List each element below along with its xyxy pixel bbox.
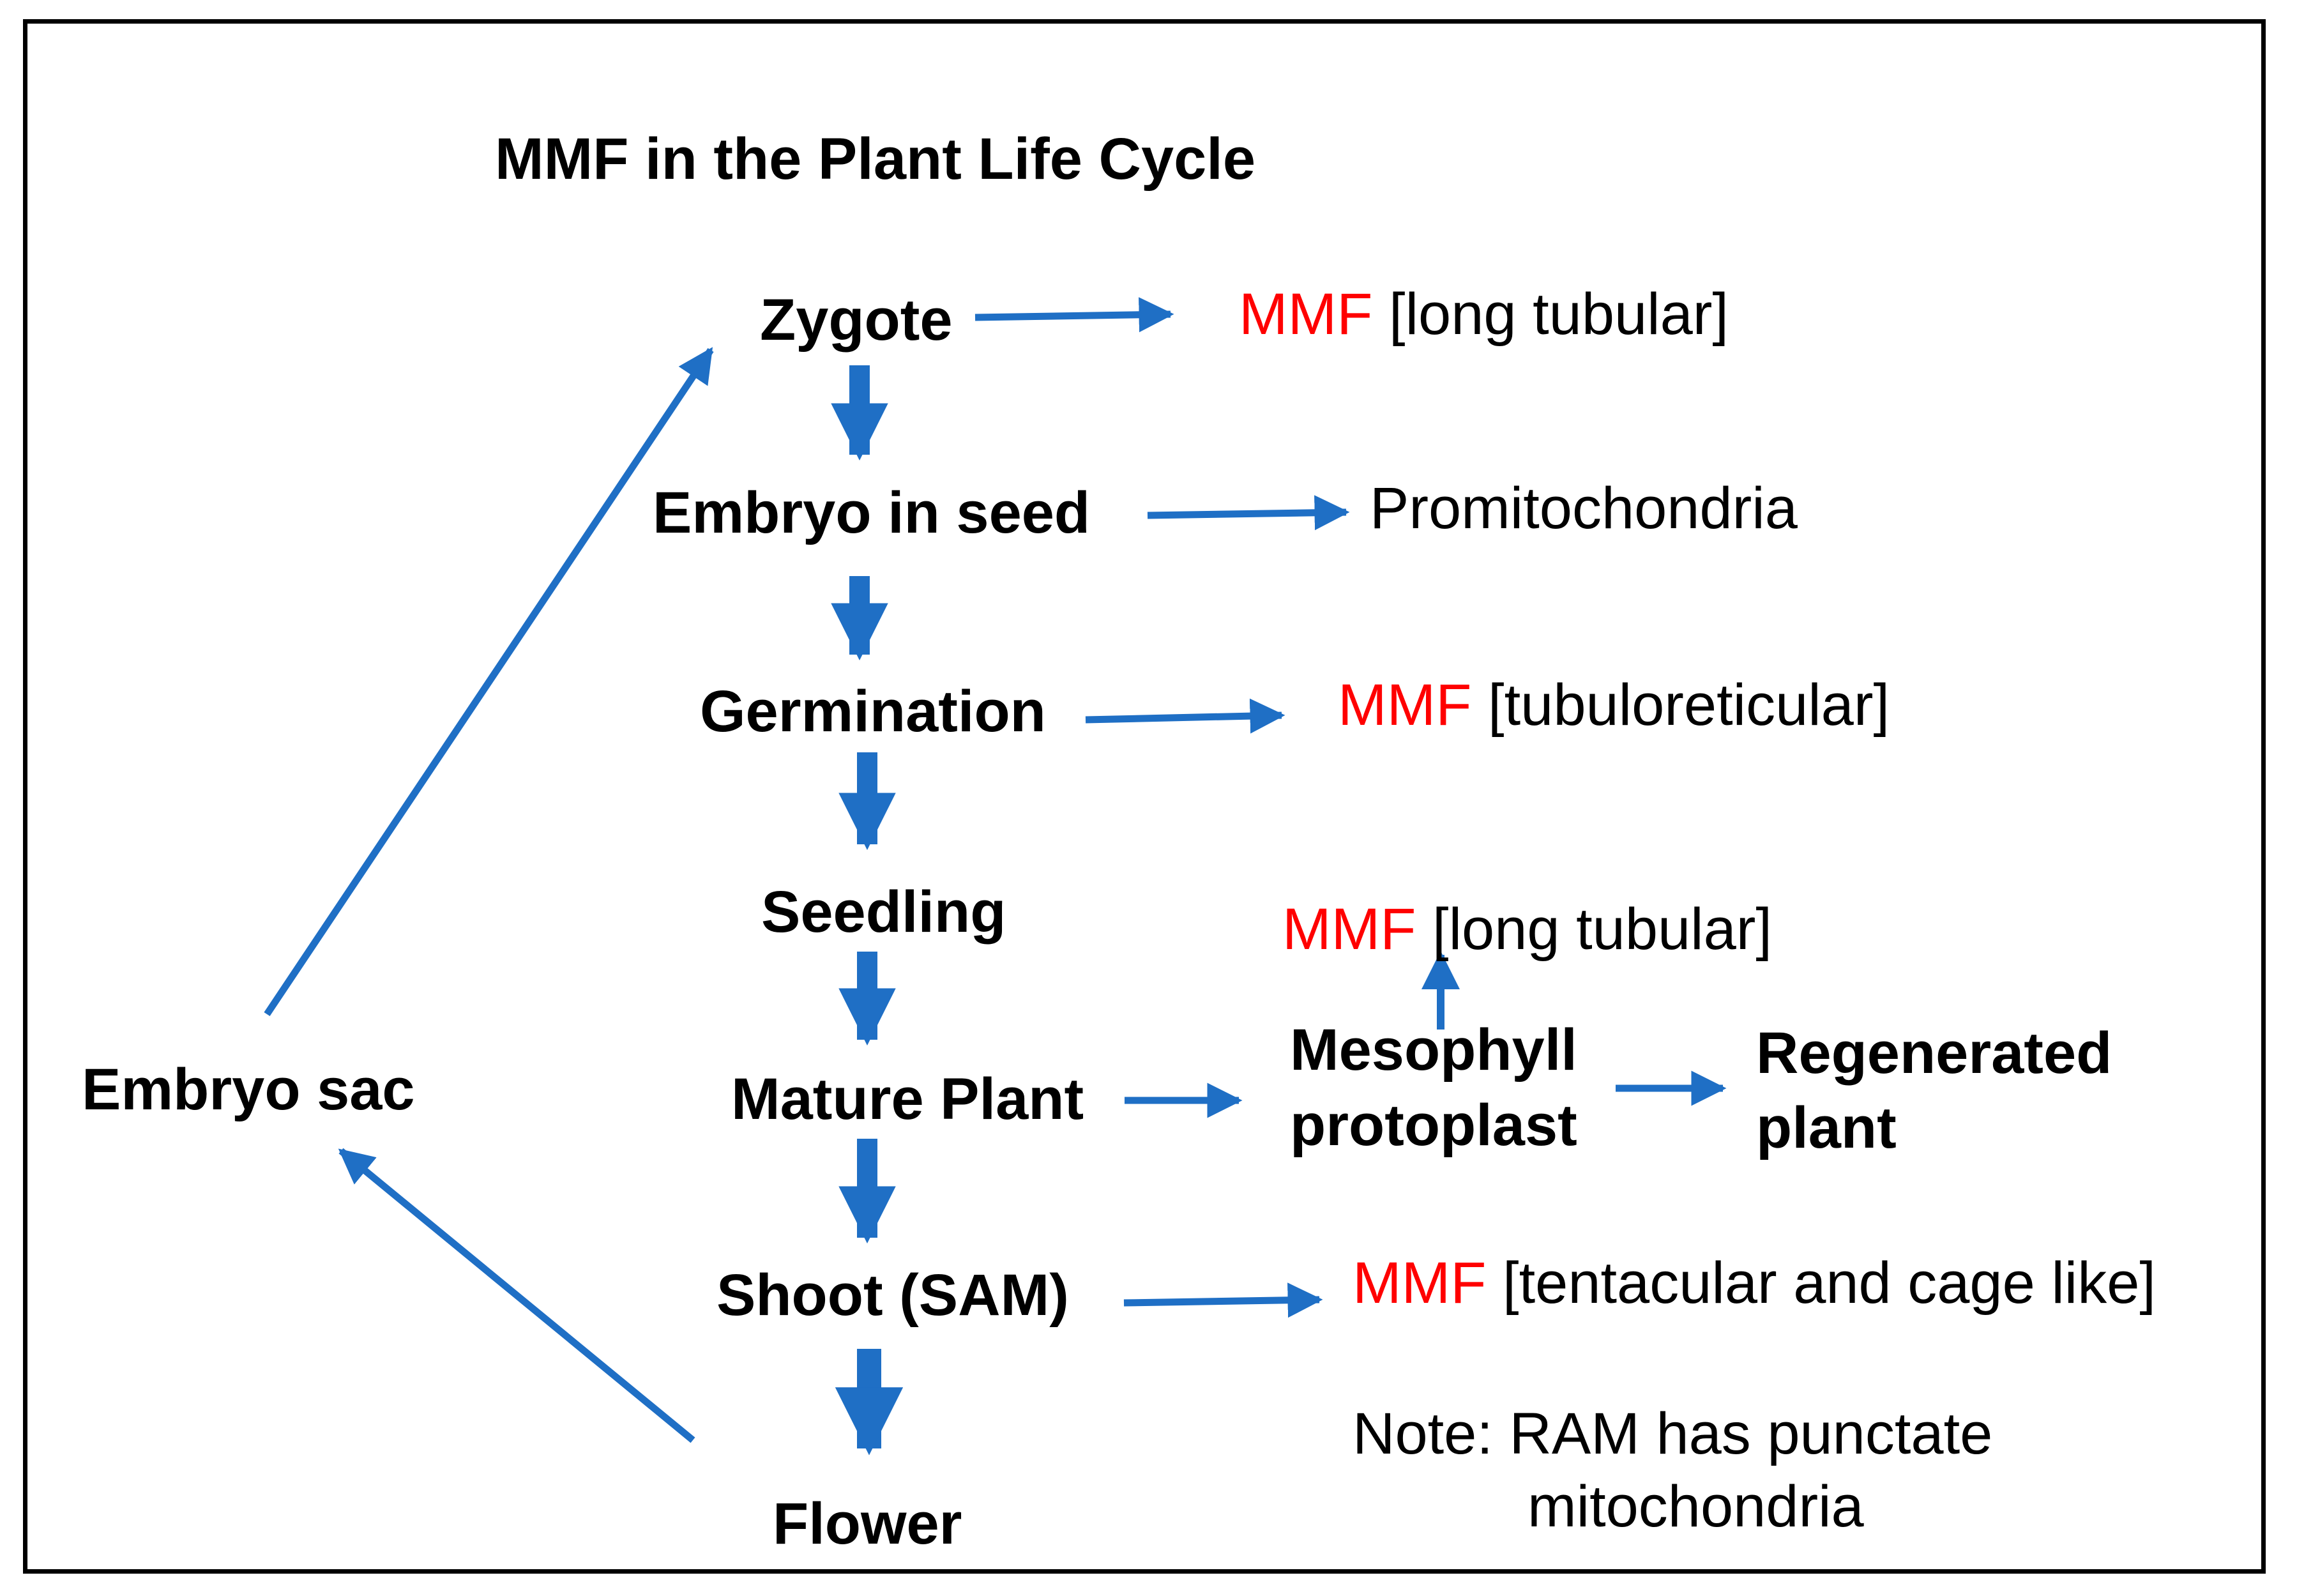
arrow-germination-outcome <box>1085 698 1285 734</box>
arrow-zygote-outcome <box>974 297 1174 333</box>
mmf-label: MMF <box>1353 1250 1487 1316</box>
arrow-embryo-outcome <box>1147 495 1350 531</box>
outcome-desc: [tubuloreticular] <box>1488 673 1890 738</box>
mmf-label: MMF <box>1338 673 1472 738</box>
stage-mesophyll-line1: Mesophyll <box>1290 1017 1577 1083</box>
arrow-shoot-outcome <box>1123 1282 1323 1318</box>
outcome-desc: Promitochondria <box>1370 476 1798 541</box>
stage-flower: Flower <box>773 1491 962 1556</box>
stage-embryo-in-seed: Embryo in seed <box>653 480 1091 545</box>
note-line1: Note: RAM has punctate <box>1353 1401 1993 1466</box>
outcome-shoot: MMF [tentacular and cage like] <box>1353 1254 2156 1312</box>
diagram-frame <box>23 19 2266 1574</box>
diagram-title: MMF in the Plant Life Cycle <box>495 126 1256 192</box>
stage-germination: Germination <box>700 679 1046 744</box>
stage-mesophyll-line2: protoplast <box>1290 1093 1577 1158</box>
stage-seedling: Seedling <box>761 879 1006 945</box>
mmf-label: MMF <box>1282 897 1416 962</box>
outcome-desc: [long tubular] <box>1432 897 1772 962</box>
outcome-zygote: MMF [long tubular] <box>1239 285 1729 344</box>
stage-embryo-sac: Embryo sac <box>82 1057 415 1122</box>
stage-shoot: Shoot (SAM) <box>716 1263 1069 1328</box>
outcome-mesophyll: MMF [long tubular] <box>1282 900 1772 959</box>
outcome-desc: [long tubular] <box>1389 282 1729 347</box>
arrow-embryosac-to-zygote <box>264 347 714 1017</box>
outcome-embryo-in-seed: Promitochondria <box>1370 479 1798 538</box>
stage-zygote: Zygote <box>760 287 953 353</box>
mmf-label: MMF <box>1239 282 1373 347</box>
stage-regenerated-line1: Regenerated <box>1756 1021 2112 1086</box>
stage-mature-plant: Mature Plant <box>731 1067 1084 1132</box>
arrow-flower-to-embryosac <box>338 1148 695 1443</box>
outcome-germination: MMF [tubuloreticular] <box>1338 676 1890 734</box>
outcome-desc: [tentacular and cage like] <box>1503 1250 2156 1316</box>
note-line2: mitochondria <box>1528 1474 1864 1539</box>
stage-regenerated-line2: plant <box>1756 1095 1897 1160</box>
